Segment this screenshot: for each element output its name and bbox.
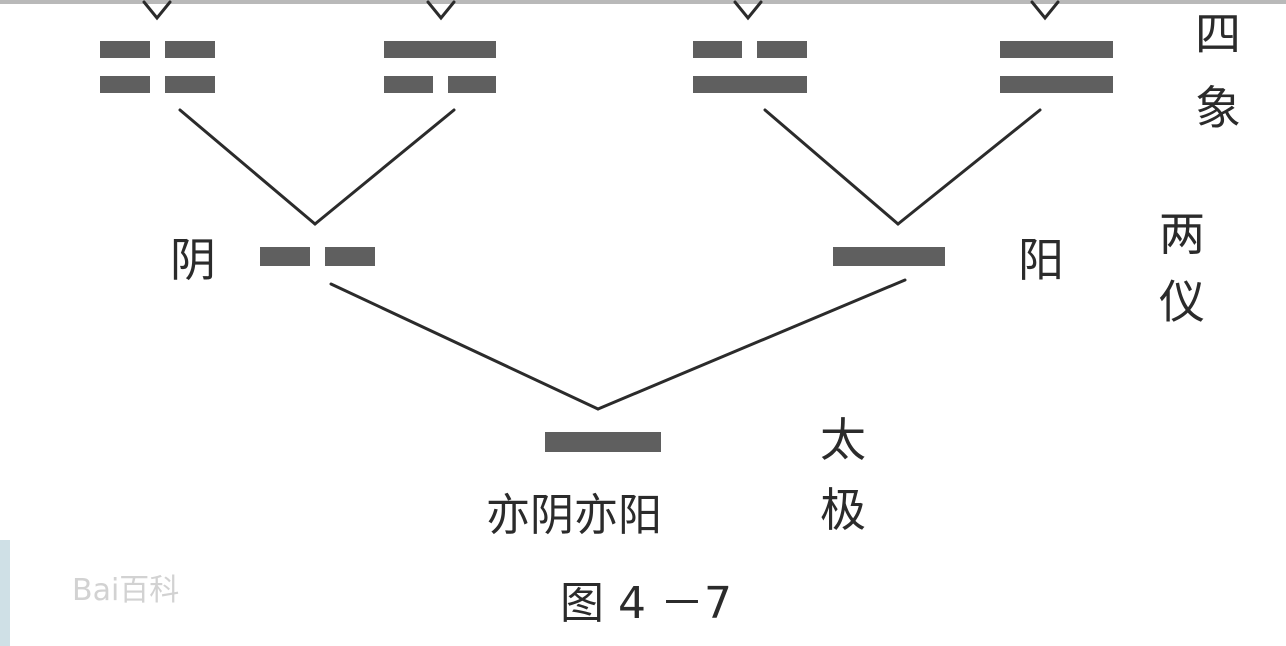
sixiang-label-char-2: 象: [1195, 81, 1241, 135]
yin-label: 阴: [170, 233, 216, 287]
liangyi-label-char-1: 两: [1159, 207, 1205, 261]
top-chevron-3: [733, 0, 763, 21]
sixiang-taiyang-symbol: [1000, 41, 1113, 93]
left-edge-strip: [0, 540, 10, 646]
connector-yang-to-taiji: [596, 278, 907, 411]
taiji-description: 亦阴亦阳: [486, 490, 662, 541]
top-edge-shade: [0, 0, 1286, 4]
sixiang-taiyin-symbol: [100, 41, 215, 93]
sixiang-shaoyang-symbol: [384, 41, 496, 93]
taiji-label-char-1: 太: [820, 413, 866, 467]
connector-shaoyin-to-yang: [763, 108, 900, 226]
sixiang-shaoyin-symbol: [693, 41, 807, 93]
connector-taiyang-to-yang: [896, 108, 1042, 226]
liangyi-label-char-2: 仪: [1159, 275, 1205, 329]
yang-label: 阳: [1018, 233, 1064, 287]
liangyi-yang-symbol: [833, 247, 945, 266]
figure-caption: 图 4 －7: [560, 578, 732, 629]
taiji-label-char-2: 极: [820, 483, 866, 537]
sixiang-label-char-1: 四: [1195, 7, 1241, 61]
connector-yin-to-taiji: [329, 282, 600, 411]
connector-shaoyang-to-yin: [313, 108, 456, 226]
top-chevron-4: [1030, 0, 1060, 21]
connector-taiyin-to-yin: [178, 108, 317, 226]
top-chevron-2: [426, 0, 456, 21]
top-chevron-1: [142, 0, 172, 21]
baidu-watermark: Bai百科: [72, 573, 179, 608]
taiji-symbol: [545, 432, 661, 452]
liangyi-yin-symbol: [260, 247, 375, 266]
